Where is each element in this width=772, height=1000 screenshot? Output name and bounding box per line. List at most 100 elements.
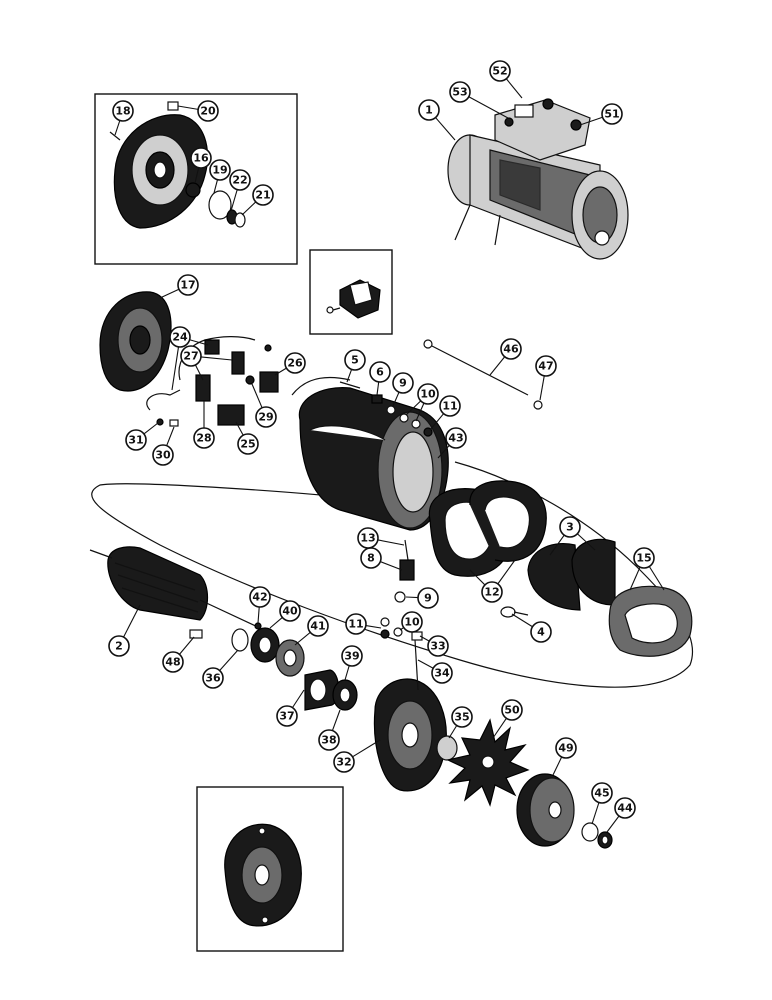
callout-number: 1 — [425, 104, 433, 117]
callout-1: 1 — [418, 99, 440, 121]
callout-number: 43 — [448, 432, 463, 445]
callout-36: 36 — [202, 667, 224, 689]
callout-circle — [369, 361, 391, 383]
callout-circle — [276, 705, 298, 727]
leader-line-45 — [591, 802, 600, 825]
callout-number: 50 — [504, 704, 520, 717]
leader-line-50 — [492, 717, 507, 739]
callout-number: 8 — [367, 552, 375, 565]
leader-line-22 — [230, 189, 238, 212]
commutator-end-frame — [99, 291, 172, 392]
callout-number: 20 — [200, 105, 216, 118]
callout-circle — [445, 427, 467, 449]
callout-circle — [344, 349, 366, 371]
drive-end-frame — [373, 631, 447, 792]
callout-18: 18 — [112, 100, 134, 122]
pole-insulation — [608, 585, 693, 657]
armature — [89, 546, 261, 639]
callout-number: 35 — [454, 711, 469, 724]
callout-number: 34 — [434, 667, 450, 680]
callout-number: 11 — [348, 618, 363, 631]
callout-30: 30 — [152, 444, 174, 466]
callout-21: 21 — [252, 184, 274, 206]
leader-line-1 — [435, 117, 456, 141]
callout-number: 6 — [376, 366, 384, 379]
callout-number: 15 — [636, 552, 651, 565]
callout-number: 53 — [452, 86, 467, 99]
callout-10a: 10 — [417, 383, 439, 405]
leader-line-15 — [648, 566, 665, 591]
callout-circle — [108, 635, 130, 657]
callout-circle — [401, 611, 423, 633]
callout-circle — [633, 547, 655, 569]
leader-line-11a — [429, 413, 445, 431]
callout-24: 24 — [169, 326, 191, 348]
leader-line-8 — [380, 561, 403, 571]
callout-circle — [229, 169, 251, 191]
callout-number: 18 — [115, 105, 130, 118]
callout-circle — [417, 383, 439, 405]
leader-line-38 — [331, 709, 341, 731]
callout-circle — [162, 651, 184, 673]
callout-number: 44 — [617, 802, 633, 815]
leader-line-24 — [189, 339, 209, 346]
callout-circle — [345, 613, 367, 635]
leader-line-9a — [392, 391, 400, 407]
callout-labels: 1234568991010111112131516171819202122242… — [108, 60, 655, 819]
callout-circle — [417, 587, 439, 609]
callout-circle — [197, 100, 219, 122]
callout-circle — [481, 581, 503, 603]
callout-circle — [427, 635, 449, 657]
callout-35: 35 — [451, 706, 473, 728]
callout-44: 44 — [614, 797, 636, 819]
callout-circle — [489, 60, 511, 82]
callout-5: 5 — [344, 349, 366, 371]
callout-47: 47 — [535, 355, 557, 377]
spacer — [436, 735, 458, 761]
callout-circle — [431, 662, 453, 684]
callout-number: 42 — [252, 591, 267, 604]
callout-number: 21 — [255, 189, 270, 202]
callout-circle — [255, 406, 277, 428]
callout-number: 52 — [492, 65, 507, 78]
callout-number: 3 — [566, 521, 574, 534]
callout-40: 40 — [279, 600, 301, 622]
callout-circle — [559, 516, 581, 538]
callout-38: 38 — [318, 729, 340, 751]
leader-line-49 — [552, 756, 563, 776]
callout-number: 28 — [196, 432, 211, 445]
callout-11b: 11 — [345, 613, 367, 635]
callout-number: 19 — [212, 164, 227, 177]
callout-number: 9 — [399, 377, 407, 390]
callout-number: 40 — [282, 605, 298, 618]
callout-circle — [249, 586, 271, 608]
callout-circle — [307, 615, 329, 637]
inset-brush-parts — [326, 279, 381, 319]
callout-20: 20 — [197, 100, 219, 122]
callout-number: 13 — [360, 532, 375, 545]
callout-number: 10 — [420, 388, 436, 401]
leader-line-3 — [549, 534, 565, 556]
callout-33: 33 — [427, 635, 449, 657]
leader-lines — [114, 78, 665, 833]
callout-50: 50 — [501, 699, 523, 721]
leader-line-35 — [448, 725, 458, 739]
callout-number: 30 — [155, 449, 171, 462]
callout-6: 6 — [369, 361, 391, 383]
leader-line-5 — [346, 369, 353, 383]
callout-number: 32 — [336, 756, 351, 769]
callout-number: 24 — [172, 331, 188, 344]
leader-line-25 — [235, 421, 244, 436]
leader-line-52 — [505, 78, 523, 99]
callout-number: 51 — [604, 108, 619, 121]
callout-circle — [341, 645, 363, 667]
callout-number: 4 — [537, 626, 545, 639]
leader-line-3 — [576, 533, 596, 551]
leader-line-43 — [437, 445, 450, 459]
leader-line-42 — [257, 606, 260, 624]
callout-13: 13 — [357, 527, 379, 549]
leader-line-48 — [179, 636, 195, 655]
callout-number: 22 — [232, 174, 247, 187]
callout-52: 52 — [489, 60, 511, 82]
